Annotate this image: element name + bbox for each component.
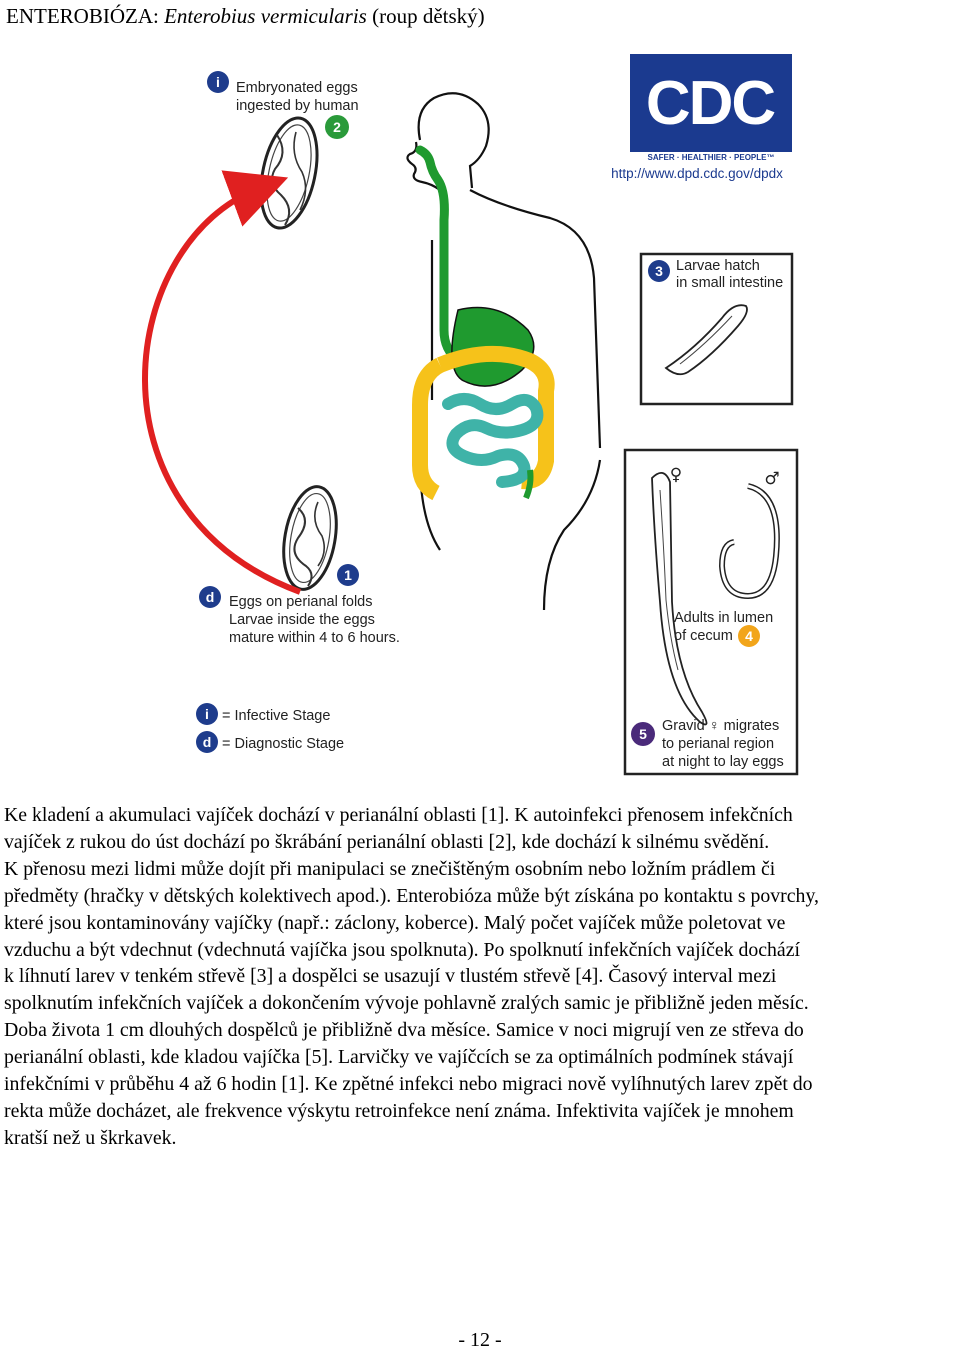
paragraph-line: rekta může docházet, ale frekvence výsky… <box>4 1099 794 1122</box>
legend-infective-icon: i <box>205 706 209 722</box>
heading-species: Enterobius vermicularis <box>164 4 367 28</box>
embryonated-egg <box>259 116 319 230</box>
paragraph-line: předměty (hračky v dětských kolektivech … <box>4 884 819 907</box>
paragraph-line: které jsou kontaminovány vajíčky (např.:… <box>4 911 786 934</box>
svg-text:1: 1 <box>344 567 352 583</box>
female-symbol: ♀ <box>670 465 682 485</box>
gravid-line2: to perianal region <box>662 736 774 752</box>
embryonated-label: i Embryonated eggs ingested by human <box>207 71 359 114</box>
paragraph-line: Ke kladení a akumulaci vajíček dochází v… <box>4 804 793 826</box>
gravid-line3: at night to lay eggs <box>662 754 784 770</box>
paragraph-line: Doba života 1 cm dlouhých dospělců je př… <box>4 1019 804 1042</box>
infective-letter-1: i <box>216 74 220 90</box>
lifecycle-diagram: i Embryonated eggs ingested by human 2 C… <box>0 40 960 785</box>
gravid-line1: Gravid ♀ migrates <box>662 718 779 734</box>
larvae-line2: in small intestine <box>676 275 783 291</box>
paragraph-line: vajíček z rukou do úst dochází po škrábá… <box>4 830 770 853</box>
larvae-box: 3 Larvae hatch in small intestine <box>639 252 794 406</box>
eggs-line2: Larvae inside the eggs <box>229 612 375 628</box>
paragraph-line: kratší než u škrkavek. <box>4 1126 177 1149</box>
heading-suffix: (roup dětský) <box>366 4 485 28</box>
male-symbol: ♂ <box>764 469 779 489</box>
legend-infective: = Infective Stage <box>222 708 330 724</box>
embryonated-line1: Embryonated eggs <box>236 80 358 96</box>
paragraph-line: spolknutím infekčních vajíček a dokončen… <box>4 992 809 1015</box>
stage-2-badge: 2 <box>325 115 349 139</box>
cdc-logo-text: CDC <box>646 69 776 138</box>
eggs-line3: mature within 4 to 6 hours. <box>229 630 400 646</box>
larvae-line1: Larvae hatch <box>676 258 760 274</box>
svg-text:4: 4 <box>745 628 753 644</box>
embryonated-line2: ingested by human <box>236 98 359 114</box>
legend-diagnostic: = Diagnostic Stage <box>222 736 344 752</box>
paragraph-line: perianální oblasti, kde kladou vajíčka [… <box>4 1046 794 1069</box>
paragraph-line: K přenosu mezi lidmi může dojít při mani… <box>4 857 776 880</box>
page-number: - 12 - <box>458 1329 502 1351</box>
page-heading: ENTEROBIÓZA: Enterobius vermicularis (ro… <box>6 2 485 30</box>
svg-text:5: 5 <box>639 726 647 742</box>
perianal-egg <box>282 485 338 591</box>
human-silhouette <box>406 92 602 611</box>
legend: i = Infective Stage d = Diagnostic Stage <box>196 703 344 753</box>
paragraph-line: k líhnutí larev v tenkém střevě [3] a do… <box>4 965 777 988</box>
eggs-line1: Eggs on perianal folds <box>229 594 373 610</box>
svg-text:2: 2 <box>333 119 341 135</box>
cdc-url: http://www.dpd.cdc.gov/dpdx <box>611 166 783 181</box>
adults-box: ♀ ♂ Adults in lumen of cecum 4 5 Gravid … <box>623 448 799 776</box>
adults-line2: of cecum <box>674 628 733 644</box>
digestive-tract <box>412 145 555 501</box>
body-paragraph: Ke kladení a akumulaci vajíček dochází v… <box>4 802 956 1152</box>
infection-arrow <box>142 170 302 595</box>
adults-line1: Adults in lumen <box>674 610 773 626</box>
diagnostic-letter-1: d <box>206 589 215 605</box>
eggs-label: 1 d Eggs on perianal folds Larvae inside… <box>199 564 400 646</box>
svg-text:3: 3 <box>655 263 663 279</box>
cdc-tagline: SAFER · HEALTHIER · PEOPLE™ <box>648 153 775 162</box>
legend-diagnostic-icon: d <box>203 734 212 750</box>
paragraph-line: vzduchu a být vdechnut (vdechnutá vajíčk… <box>4 938 800 961</box>
heading-prefix: ENTEROBIÓZA: <box>6 4 165 28</box>
cdc-logo: CDC SAFER · HEALTHIER · PEOPLE™ http://w… <box>611 54 792 181</box>
paragraph-line: infekčními v průběhu 4 až 6 hodin [1]. K… <box>4 1073 813 1096</box>
